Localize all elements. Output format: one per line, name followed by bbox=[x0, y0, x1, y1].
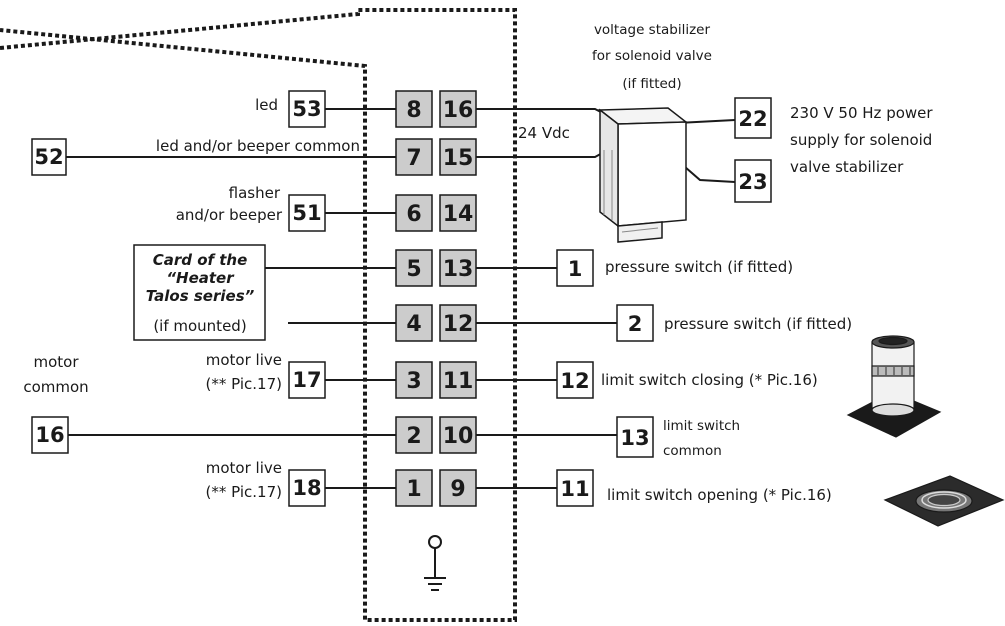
box-1: 1 bbox=[568, 257, 583, 281]
terminal-6: 6 bbox=[406, 202, 421, 227]
box-12: 12 bbox=[560, 369, 589, 393]
heater-card-box bbox=[133, 244, 266, 341]
box-52: 52 bbox=[34, 145, 63, 169]
box-17: 17 bbox=[292, 368, 321, 392]
power-supply-line1: 230 V 50 Hz power bbox=[790, 104, 933, 122]
left-boxes bbox=[31, 90, 326, 507]
label-motor-live-b1: motor live bbox=[206, 459, 282, 477]
power-supply-line3: valve stabilizer bbox=[790, 158, 904, 176]
label-24vdc: 24 Vdc bbox=[518, 124, 570, 142]
terminal-16: 16 bbox=[443, 98, 474, 123]
box-13: 13 bbox=[620, 426, 649, 450]
label-motor-live-a2: (** Pic.17) bbox=[206, 375, 282, 393]
power-supply-line2: supply for solenoid bbox=[790, 131, 932, 149]
terminal-7: 7 bbox=[406, 146, 421, 171]
left-wires bbox=[66, 108, 396, 489]
terminal-10: 10 bbox=[443, 424, 474, 449]
label-limit-common-1: limit switch bbox=[663, 418, 740, 434]
label-flasher-2: and/or beeper bbox=[176, 206, 283, 224]
heater-card-line4: (if mounted) bbox=[153, 317, 246, 335]
label-led: led bbox=[255, 96, 278, 114]
heater-card-line2: “Heater bbox=[166, 269, 235, 287]
terminal-13: 13 bbox=[443, 257, 474, 282]
terminal-12: 12 bbox=[443, 312, 474, 337]
stabilizer-title-2: for solenoid valve bbox=[592, 48, 712, 64]
box-22: 22 bbox=[738, 107, 767, 131]
voltage-stabilizer-icon bbox=[597, 107, 689, 243]
terminal-2: 2 bbox=[406, 424, 421, 449]
terminal-8: 8 bbox=[406, 98, 421, 123]
right-wires bbox=[476, 108, 736, 489]
bollard-icon bbox=[846, 335, 942, 438]
label-limit-closing: limit switch closing (* Pic.16) bbox=[601, 371, 818, 389]
label-flasher-1: flasher bbox=[229, 184, 281, 202]
box-23: 23 bbox=[738, 170, 767, 194]
stabilizer-title-3: (if fitted) bbox=[622, 76, 681, 92]
terminal-3: 3 bbox=[406, 369, 421, 394]
terminal-1: 1 bbox=[406, 477, 421, 502]
box-18: 18 bbox=[292, 476, 321, 500]
terminal-block-left bbox=[395, 90, 433, 507]
terminal-14: 14 bbox=[443, 202, 474, 227]
terminal-4: 4 bbox=[406, 312, 421, 337]
control-board-enclosure bbox=[0, 8, 517, 622]
stabilizer-title-1: voltage stabilizer bbox=[594, 22, 711, 38]
box-51: 51 bbox=[292, 201, 321, 225]
heater-card-line1: Card of the bbox=[153, 251, 248, 269]
heater-card-line3: Talos series” bbox=[146, 287, 255, 305]
terminal-15: 15 bbox=[443, 146, 474, 171]
label-limit-common-2: common bbox=[663, 443, 722, 459]
label-motor-live-a1: motor live bbox=[206, 351, 282, 369]
box-53: 53 bbox=[292, 97, 321, 121]
ground-icon bbox=[424, 535, 446, 591]
terminal-11: 11 bbox=[443, 369, 474, 394]
label-motor-common-2: common bbox=[23, 378, 88, 396]
box-16: 16 bbox=[35, 423, 64, 447]
box-2: 2 bbox=[628, 312, 643, 336]
right-boxes bbox=[556, 97, 772, 507]
label-limit-opening: limit switch opening (* Pic.16) bbox=[607, 486, 832, 504]
label-pressure-1: pressure switch (if fitted) bbox=[605, 258, 793, 276]
box-11: 11 bbox=[560, 477, 589, 501]
terminal-5: 5 bbox=[406, 257, 421, 282]
label-motor-common-1: motor bbox=[33, 353, 79, 371]
ground-plate-icon bbox=[883, 475, 1005, 527]
terminal-9: 9 bbox=[450, 477, 465, 502]
label-pressure-2: pressure switch (if fitted) bbox=[664, 315, 852, 333]
label-motor-live-b2: (** Pic.17) bbox=[206, 483, 282, 501]
label-led-common: led and/or beeper common bbox=[156, 137, 360, 155]
